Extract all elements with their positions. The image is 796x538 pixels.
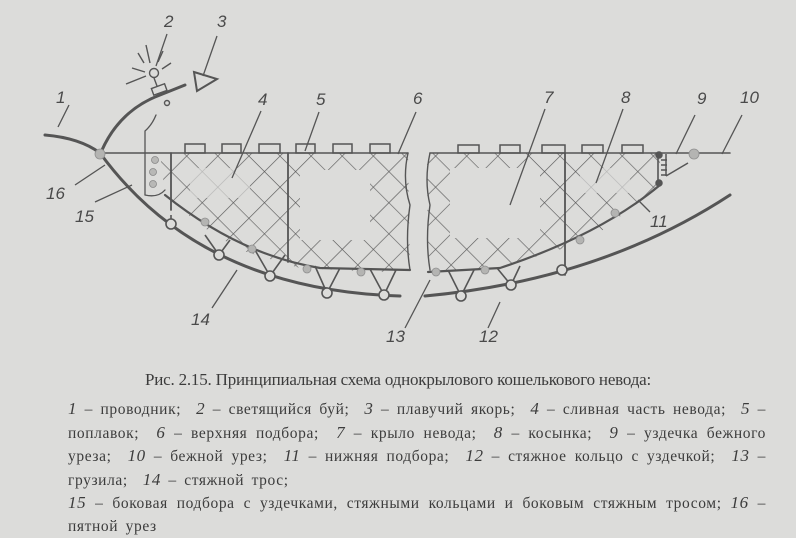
sea-anchor-icon: [192, 70, 220, 93]
legend-text-5: поплавок;: [68, 424, 140, 442]
legend-text-2: светящийся буй;: [228, 401, 350, 418]
legend-num-16: 16: [730, 493, 749, 512]
leader-rope: [43, 133, 102, 155]
legend-num-2: 2: [196, 399, 206, 418]
label-2: 2: [163, 12, 174, 31]
side-bridle-hook: [144, 114, 157, 196]
label-4: 4: [258, 90, 267, 109]
label-15: 15: [75, 207, 94, 226]
legend-text-7: крыло невода;: [370, 424, 477, 442]
label-12: 12: [479, 327, 498, 346]
legend-num-7: 7: [336, 422, 346, 442]
footrope-right: [426, 183, 662, 274]
drain-section-mesh: [160, 152, 411, 272]
legend-text-6: верхняя подбора;: [191, 424, 319, 442]
legend-text-3: плавучий якорь;: [396, 401, 516, 418]
side-rope: [144, 189, 166, 197]
legend-text-4: сливная часть невода;: [562, 401, 726, 418]
toe-line-knot: [94, 148, 106, 160]
legend-text-12: стяжное кольцо с уздечкой;: [508, 448, 716, 465]
label-16: 16: [46, 184, 65, 203]
label-3: 3: [217, 12, 227, 31]
legend-num-6: 6: [156, 422, 166, 442]
legend-text-14: стяжной трос;: [184, 471, 289, 489]
legend-text-10: бежной урез;: [170, 448, 268, 465]
side-weights: [149, 156, 159, 188]
figure-legend: 1 – проводник; 2 – светящийся буй; 3 – п…: [40, 398, 766, 538]
label-14: 14: [191, 310, 210, 329]
legend-text-16: пятной урез: [68, 517, 157, 535]
legend-text-13: грузила;: [68, 471, 128, 489]
buoy-line: [100, 83, 187, 152]
legend-text-9: уздечка бежного уреза;: [68, 424, 767, 466]
legend-line-15: 15 – боковая подбора с уздечками, стяжны…: [68, 493, 766, 535]
figure-caption: Рис. 2.15. Принципиальная схема однокрыл…: [144, 370, 652, 389]
pursing-wire-right: [423, 193, 732, 298]
label-leader-lines: [57, 33, 743, 329]
legend-text-11: нижняя подбора;: [324, 448, 450, 465]
legend-num-9: 9: [609, 422, 619, 442]
legend-text-8: косынка;: [528, 424, 593, 442]
running-line-bridle: [655, 151, 689, 187]
legend-text-15: боковая подбора с уздечками, стяжными ко…: [112, 495, 722, 512]
label-7: 7: [544, 88, 554, 107]
label-10: 10: [740, 88, 759, 107]
legend-num-12: 12: [465, 446, 484, 465]
legend-num-13: 13: [731, 446, 750, 465]
label-1: 1: [56, 88, 65, 107]
legend-num-14: 14: [142, 469, 161, 489]
label-13: 13: [386, 327, 405, 346]
legend-text-1: проводник;: [100, 401, 182, 418]
label-8: 8: [621, 88, 631, 107]
legend-num-4: 4: [530, 399, 540, 418]
part-labels: 1 2 3 4 5 6 7 8 9 10 11 12 13 14 15 16: [46, 12, 759, 346]
legend-num-11: 11: [283, 446, 301, 465]
sinkers: [200, 208, 620, 277]
legend-num-10: 10: [127, 446, 146, 465]
label-9: 9: [697, 89, 707, 108]
legend-num-1: 1: [68, 399, 78, 418]
label-11: 11: [650, 212, 668, 231]
legend-line-1: 1 – проводник; 2 – светящийся буй; 3 – п…: [68, 399, 767, 489]
wing-section-mesh: [426, 152, 660, 276]
label-6: 6: [413, 89, 423, 108]
legend-num-8: 8: [493, 422, 503, 442]
label-5: 5: [316, 90, 326, 109]
floats: [184, 143, 644, 154]
legend-num-15: 15: [68, 493, 87, 512]
seine-net-diagram: 1 2 3 4 5 6 7 8 9 10 11 12 13 14 15 16: [43, 12, 759, 346]
legend-num-3: 3: [364, 399, 374, 418]
footrope-left: [163, 193, 412, 272]
legend-num-5: 5: [741, 399, 751, 418]
glowing-buoy-icon: [125, 44, 172, 107]
running-line-knot: [688, 148, 700, 160]
purse-rings: [165, 215, 568, 302]
